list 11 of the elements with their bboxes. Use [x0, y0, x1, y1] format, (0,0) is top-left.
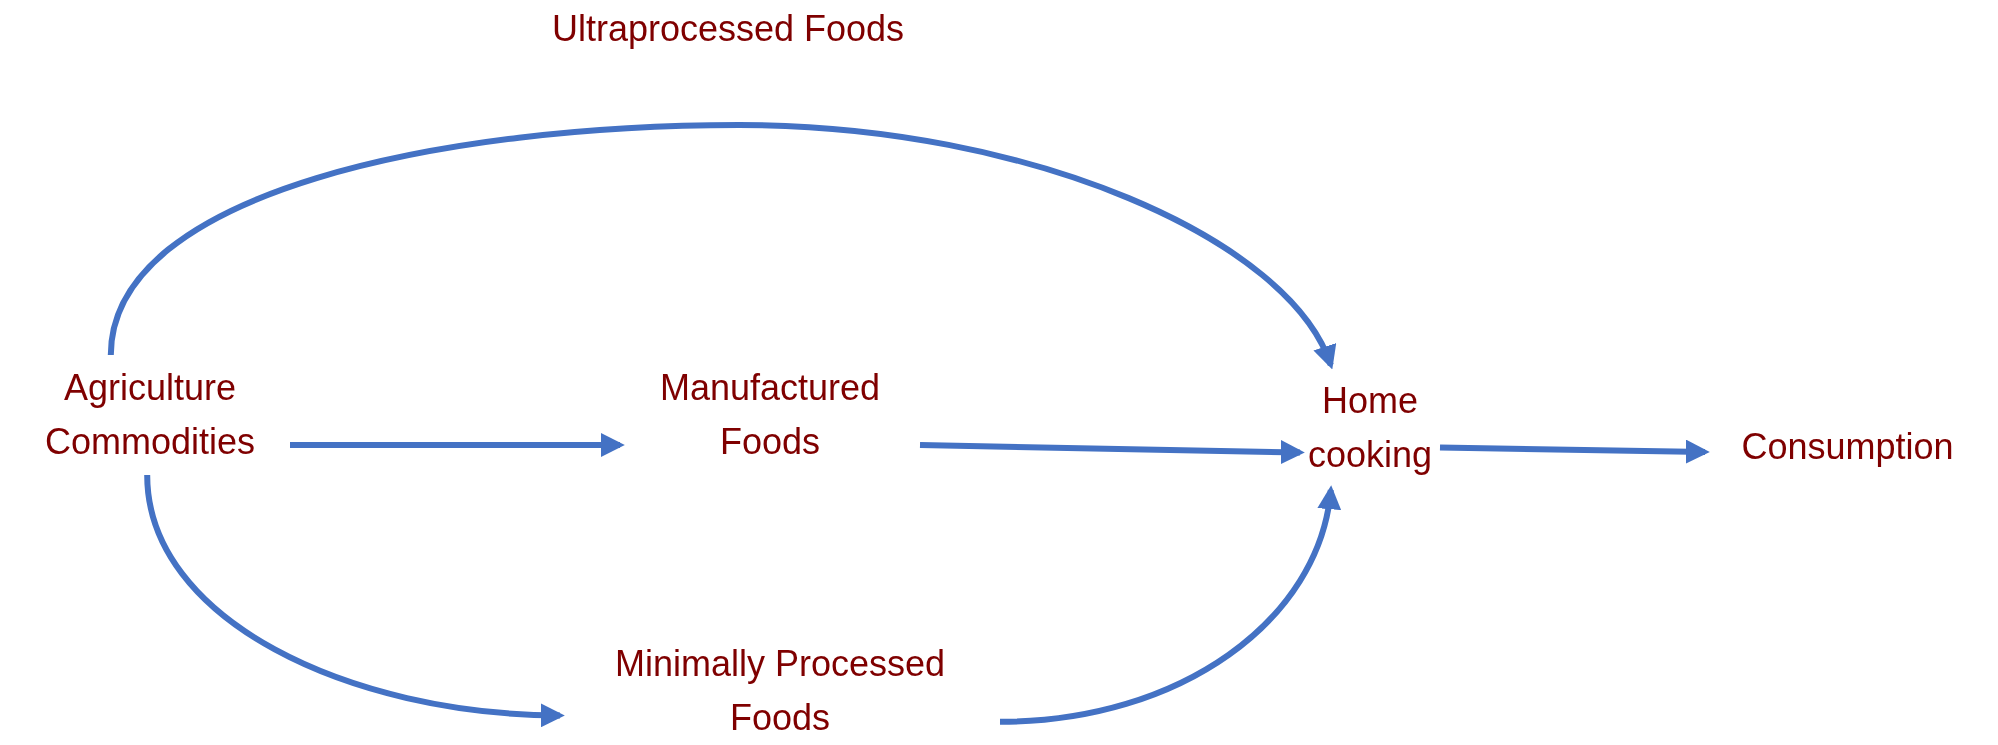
arrow [290, 433, 625, 457]
node-label: Manufactured Foods [658, 366, 882, 464]
arrow [919, 440, 1305, 465]
node-label: Agriculture Commodities [43, 366, 257, 464]
node-label: Minimally Processed Foods [613, 642, 947, 740]
node-label: Home cooking [1306, 378, 1434, 477]
arrow [107, 122, 1334, 370]
arrow [144, 474, 565, 727]
arrow [999, 485, 1340, 725]
arrow [1439, 439, 1710, 464]
node-label: Consumption [1740, 425, 1955, 469]
